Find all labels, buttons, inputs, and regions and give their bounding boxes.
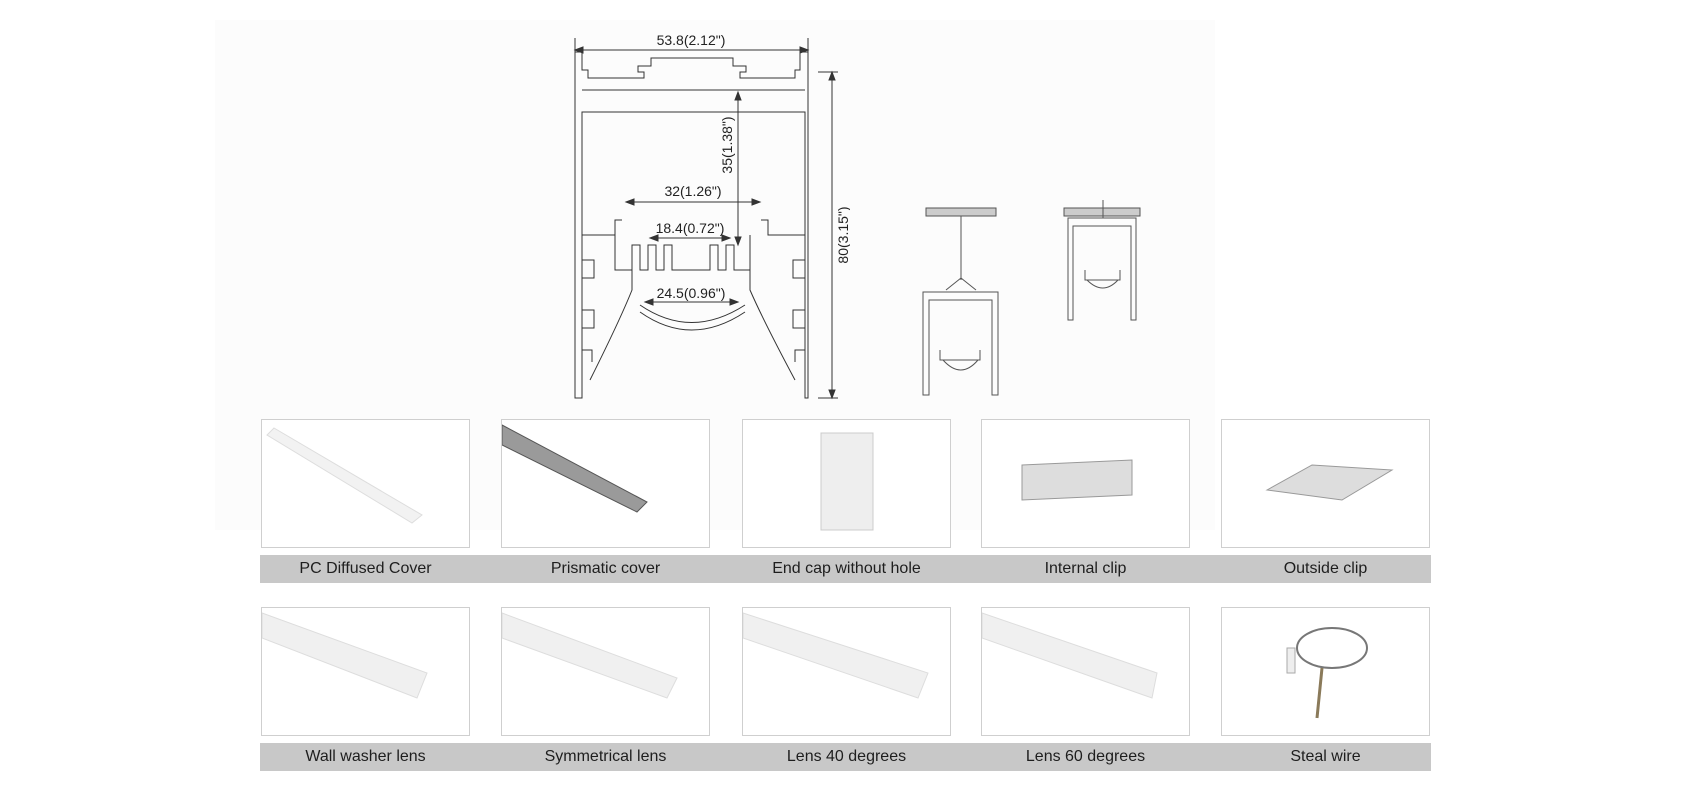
label-bar-row-1 [260, 555, 1431, 583]
dim-led-slot: 18.4(0.72") [656, 220, 725, 236]
suspended-mount-diagram [922, 207, 999, 396]
accessory-label: Symmetrical lens [544, 748, 667, 765]
accessory-label: PC Diffused Cover [299, 560, 432, 577]
accessory-image-wall-washer-lens [261, 607, 470, 736]
accessory-image-symmetrical-lens [501, 607, 710, 736]
dim-width: 53.8(2.12") [657, 32, 726, 48]
label-bar-row-2 [260, 743, 1431, 771]
accessory-image-outside-clip [1221, 419, 1430, 548]
accessory-label: Lens 60 degrees [1025, 748, 1146, 765]
dim-inner-width: 32(1.26") [664, 183, 721, 199]
accessory-label: Lens 40 degrees [786, 748, 907, 765]
accessory-label: Wall washer lens [305, 748, 426, 765]
accessory-image-diffused-cover [261, 419, 470, 548]
accessory-image-internal-clip [981, 419, 1190, 548]
accessory-label: Steal wire [1290, 748, 1361, 765]
accessory-label: Outside clip [1283, 560, 1368, 577]
accessory-image-end-cap [742, 419, 951, 548]
accessory-image-lens-40 [742, 607, 951, 736]
dim-lens-width: 24.5(0.96") [657, 285, 726, 301]
accessory-label: End cap without hole [772, 560, 921, 577]
accessory-image-lens-60 [981, 607, 1190, 736]
surface-mount-diagram [1063, 200, 1141, 321]
accessory-image-steel-wire [1221, 607, 1430, 736]
profile-cross-section-drawing: 53.8(2.12") 80(3.15") 35(1.38") 32(1.26"… [573, 32, 850, 400]
accessory-image-prismatic-cover [501, 419, 710, 548]
accessory-label: Prismatic cover [550, 560, 661, 577]
accessory-label: Internal clip [1044, 560, 1127, 577]
dim-height: 80(3.15") [835, 206, 850, 263]
dim-inner-depth: 35(1.38") [719, 116, 735, 173]
